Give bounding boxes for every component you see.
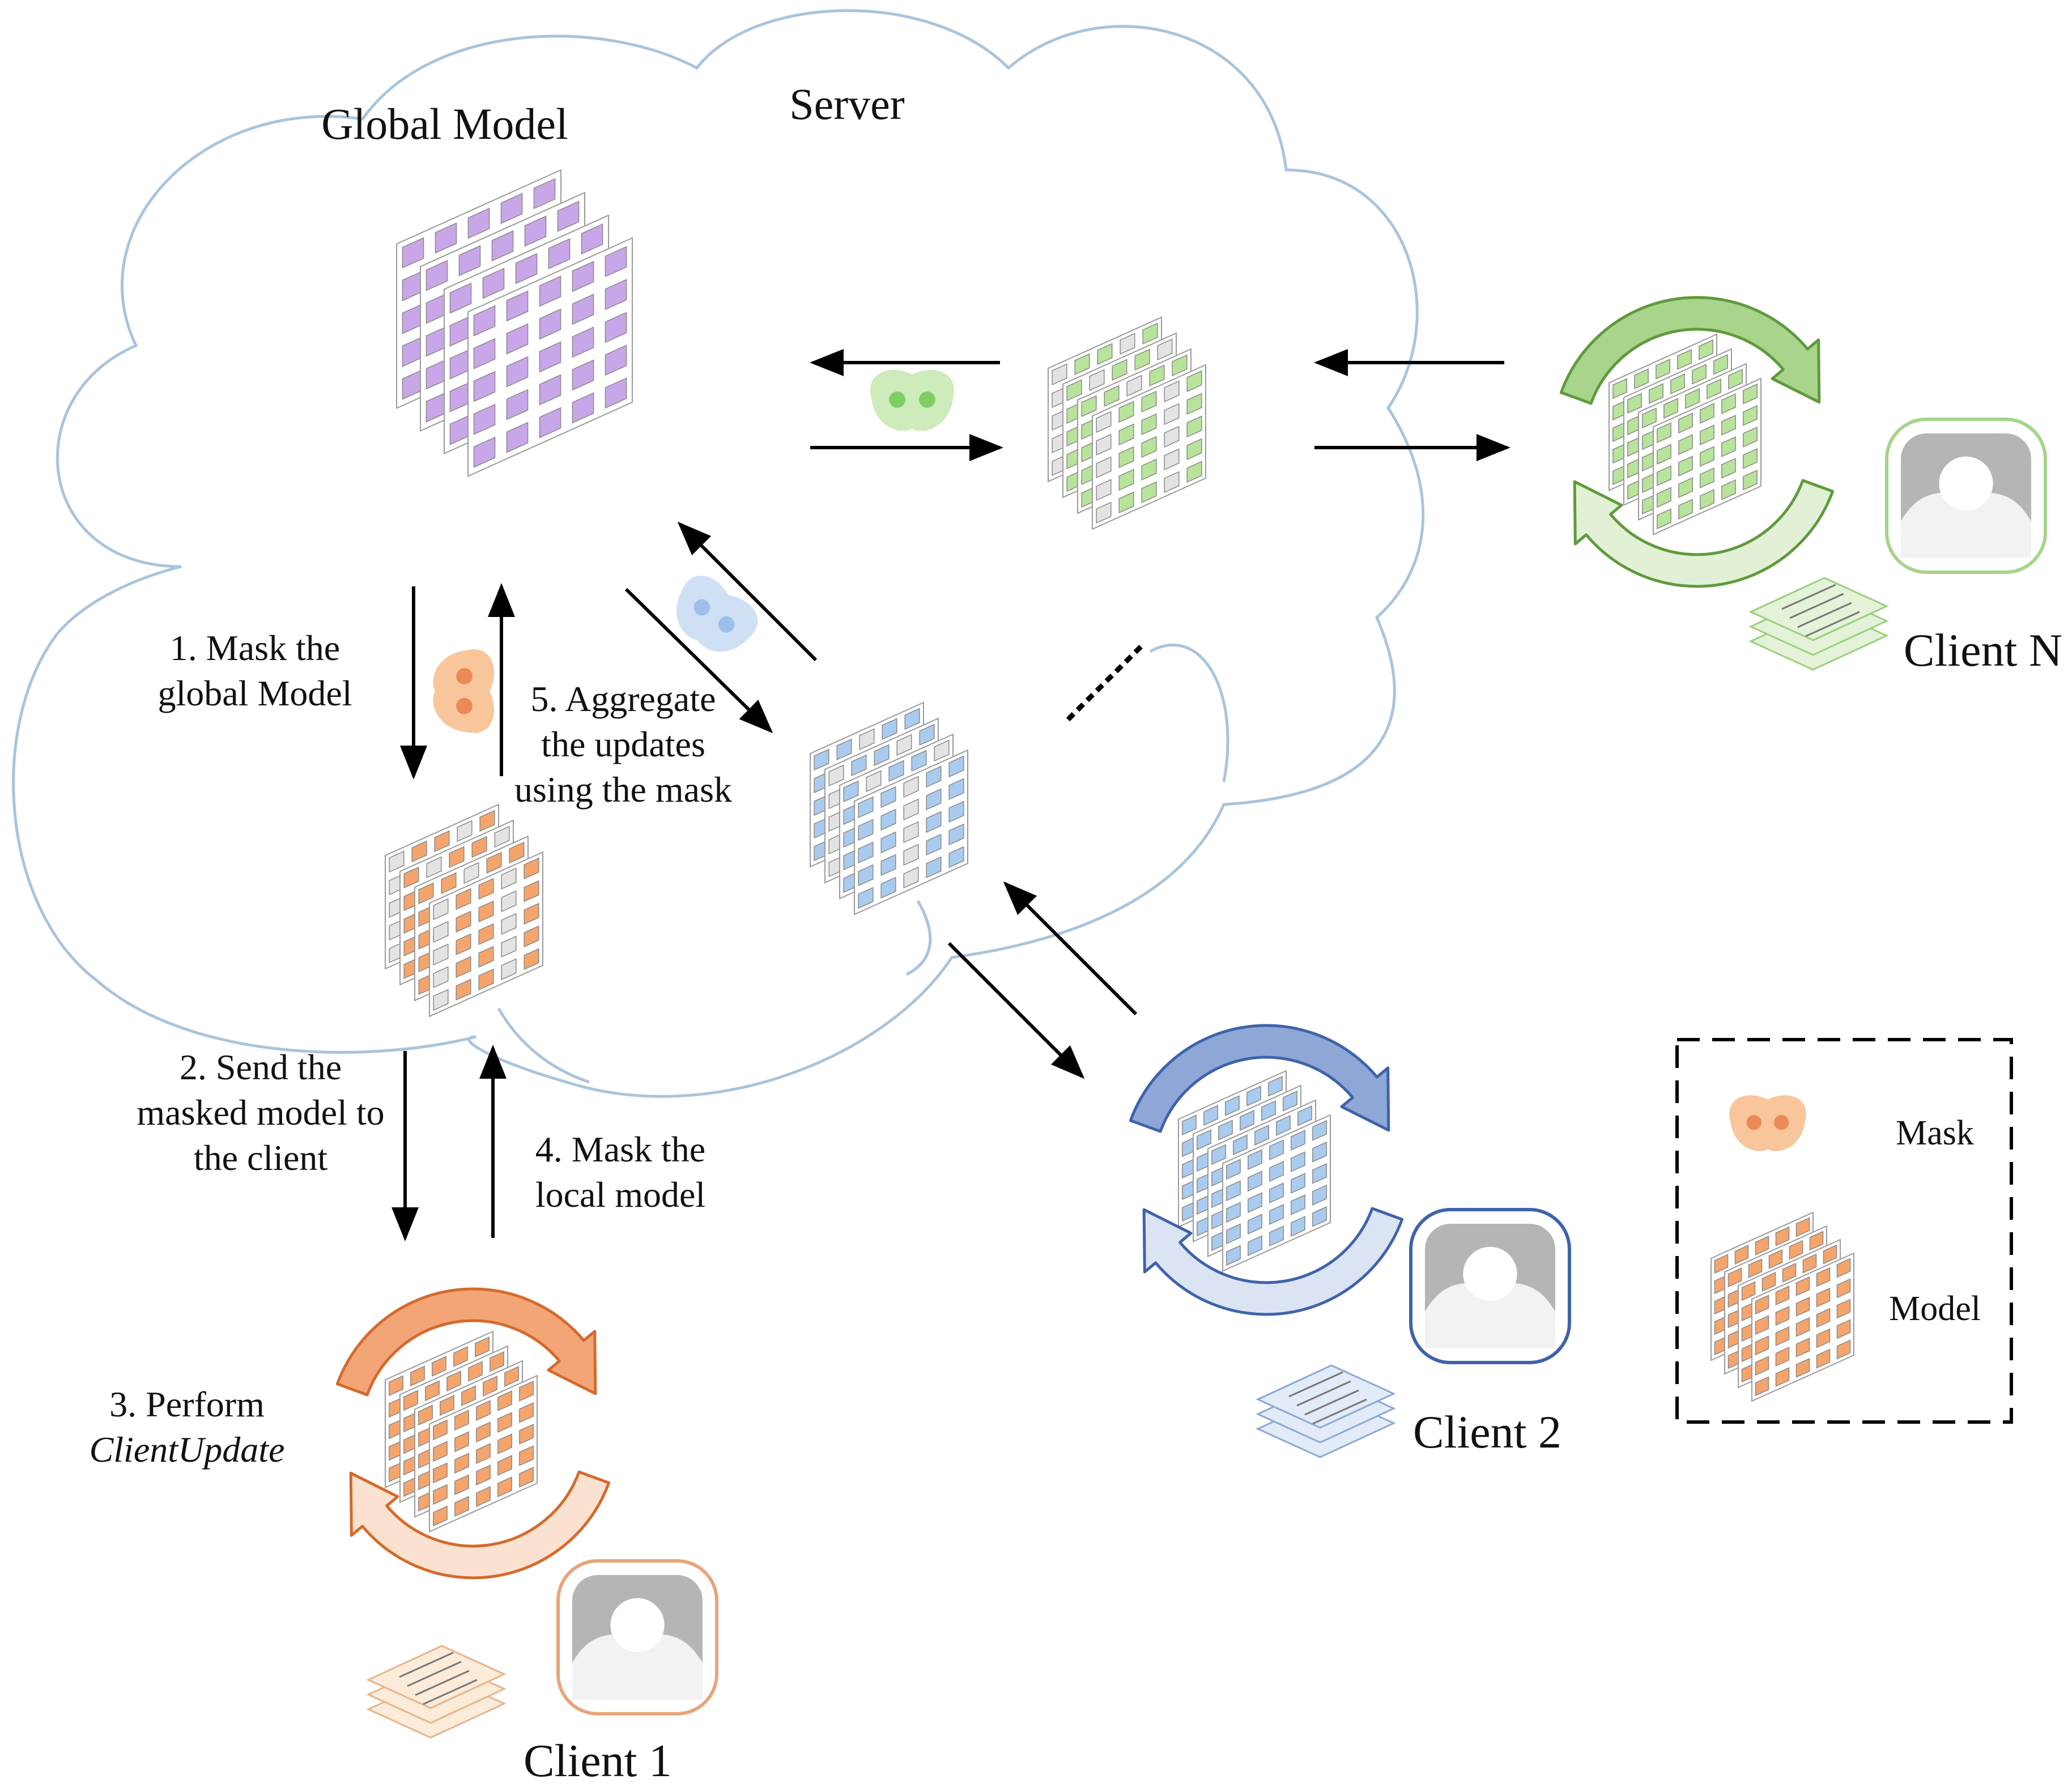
- client1-documents: [366, 1645, 507, 1739]
- server-label: Server: [789, 79, 905, 129]
- step3-line2: ClientUpdate: [90, 1429, 285, 1470]
- client1-model: [385, 1330, 538, 1533]
- step5-line2: the updates: [541, 724, 705, 764]
- step1-line1: 1. Mask the: [170, 628, 340, 668]
- client2-label: Client 2: [1413, 1406, 1561, 1458]
- arrow-blue-to-global: [677, 521, 818, 662]
- arrow-client2-to-server: [1003, 881, 1138, 1016]
- client2-update-cycle: [1129, 1024, 1404, 1316]
- legend-mask-icon: [1729, 1095, 1806, 1151]
- legend-mask-label: Mask: [1896, 1114, 1974, 1152]
- step2-line2: masked model to: [137, 1092, 384, 1133]
- arrow-global-to-blue: [624, 588, 773, 734]
- client1-update-cycle: [335, 1287, 611, 1580]
- model-stacks: [385, 169, 1854, 1533]
- step5-line3: using the mask: [514, 769, 732, 810]
- clientN-model: [1609, 333, 1761, 536]
- client1-avatar: [556, 1559, 718, 1716]
- global-model-label: Global Model: [321, 99, 568, 148]
- mask-icons: [433, 370, 1806, 1151]
- client2-model: [1178, 1070, 1331, 1272]
- legend-model-icon: [1710, 1211, 1854, 1402]
- clientN-avatar: [1885, 418, 2047, 574]
- clientN-documents: [1748, 577, 1889, 671]
- step5-line1: 5. Aggregate: [531, 679, 716, 719]
- masked-orange-model: [385, 803, 543, 1018]
- client1-label: Client 1: [524, 1735, 672, 1786]
- step1-line2: global Model: [158, 673, 352, 713]
- more-clients-ellipsis: [1066, 644, 1144, 722]
- mask-orange-icon: [433, 649, 494, 733]
- legend-box: [1675, 1038, 2013, 1424]
- mask-green-icon: [870, 370, 954, 431]
- step4-line1: 4. Mask the: [535, 1129, 705, 1169]
- update-cycles: [335, 296, 1835, 1580]
- step3-line1: 3. Perform: [109, 1384, 265, 1424]
- cloud-fold-lines: [497, 644, 1229, 1084]
- step2-line3: the client: [194, 1138, 328, 1178]
- mask-blue-icon: [676, 576, 758, 652]
- server-cloud: [12, 9, 1425, 1098]
- legend-model-label: Model: [1889, 1289, 1981, 1328]
- masked-blue-model: [810, 701, 968, 916]
- client2-avatar: [1409, 1208, 1571, 1364]
- masked-green-model: [1048, 316, 1206, 530]
- client2-documents: [1256, 1364, 1396, 1458]
- clientN-update-cycle: [1559, 296, 1835, 588]
- step4-line2: local model: [535, 1174, 705, 1215]
- arrow-server-to-client2: [947, 942, 1085, 1079]
- arrows: [392, 349, 1510, 1241]
- step2-line1: 2. Send the: [180, 1047, 342, 1087]
- clientN-label: Client N: [1904, 624, 2062, 676]
- global-model-stack: [396, 169, 633, 478]
- client-avatars: [366, 418, 2047, 1739]
